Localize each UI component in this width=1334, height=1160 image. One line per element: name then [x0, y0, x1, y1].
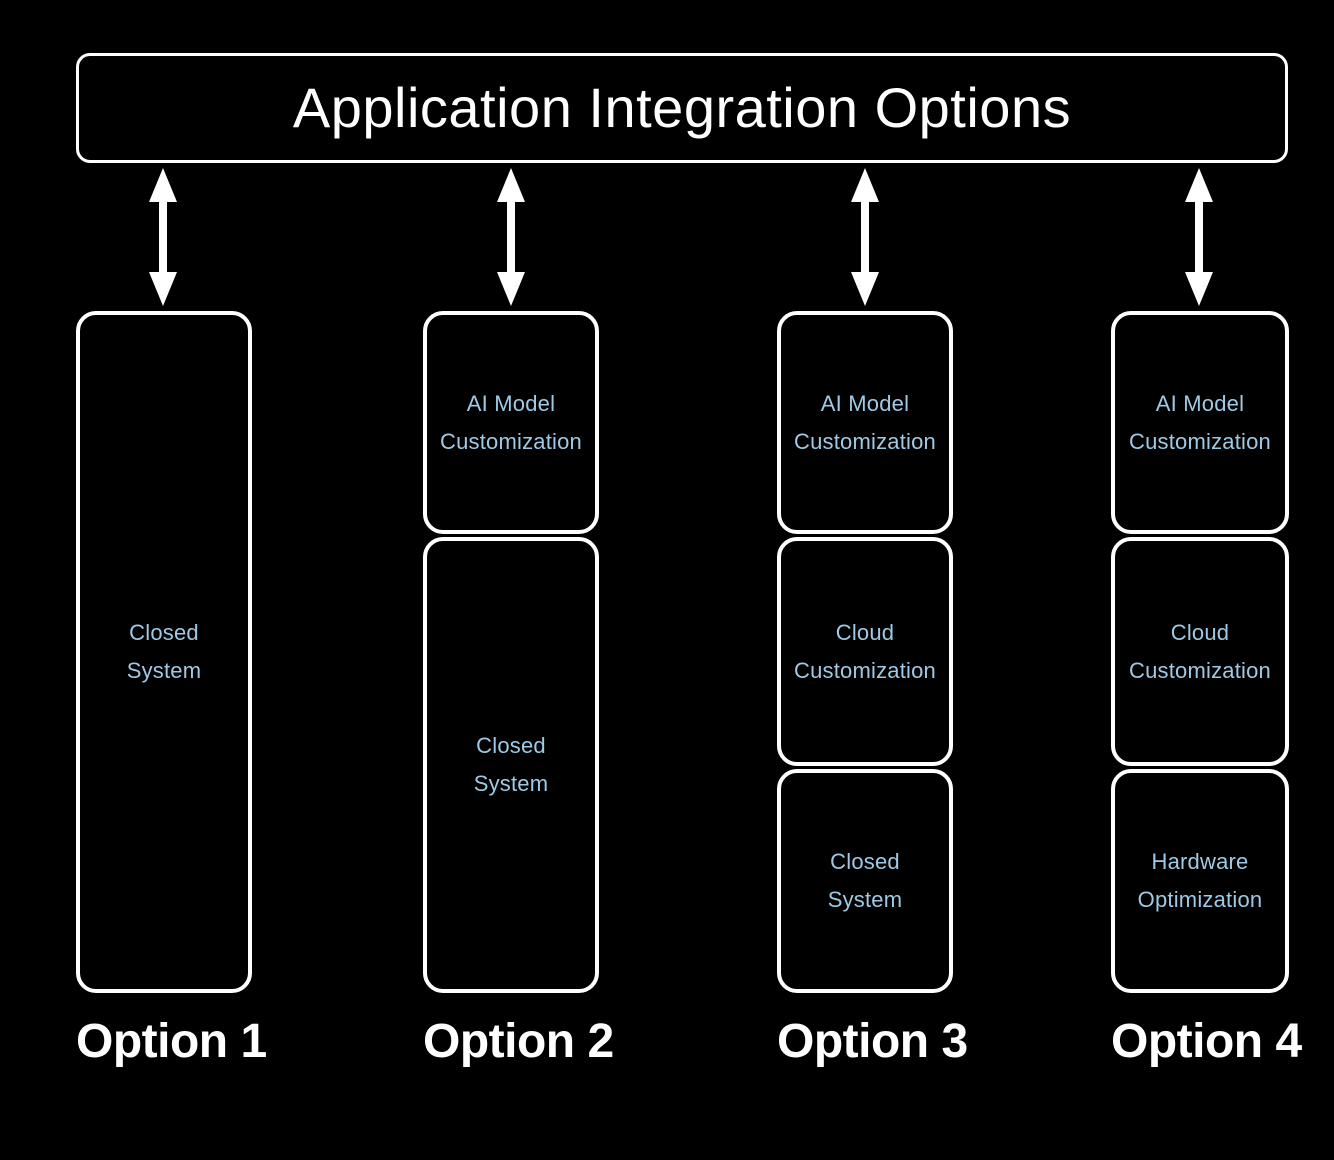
- node-label-line: Cloud: [1170, 619, 1230, 645]
- node-label-line: Optimization: [1137, 887, 1263, 912]
- connector-arrow-option-4: [1182, 168, 1216, 306]
- node-label-line: AI Model: [820, 390, 910, 416]
- node-label-line: System: [827, 887, 903, 912]
- option-caption-option-4: Option 4: [1111, 1015, 1302, 1068]
- node-label-line: Customization: [794, 657, 936, 683]
- node-label-line: Closed: [830, 849, 900, 875]
- node-label-line: Cloud: [835, 619, 895, 645]
- option-caption-option-1: Option 1: [76, 1015, 267, 1068]
- node-label-line: Hardware: [1151, 849, 1249, 875]
- node-label-line: AI Model: [466, 390, 556, 416]
- node-label-line: System: [473, 771, 549, 796]
- connector-arrow-option-1: [146, 168, 180, 306]
- node-label-line: Customization: [794, 428, 936, 454]
- connector-arrow-option-3: [848, 168, 882, 306]
- node-label-line: Customization: [1129, 657, 1271, 683]
- header-box: Application Integration Options: [76, 53, 1288, 163]
- option-caption-option-2: Option 2: [423, 1015, 614, 1068]
- node-label-line: Closed: [476, 733, 546, 759]
- node-label-line: Closed: [129, 620, 199, 646]
- node-label-line: Customization: [1129, 428, 1271, 454]
- connector-arrow-option-2: [494, 168, 528, 306]
- page-title: Application Integration Options: [292, 76, 1072, 139]
- option-caption-option-3: Option 3: [777, 1015, 968, 1068]
- node-label-line: AI Model: [1155, 390, 1245, 416]
- node-label-line: System: [126, 658, 202, 683]
- node-label-line: Customization: [440, 428, 582, 454]
